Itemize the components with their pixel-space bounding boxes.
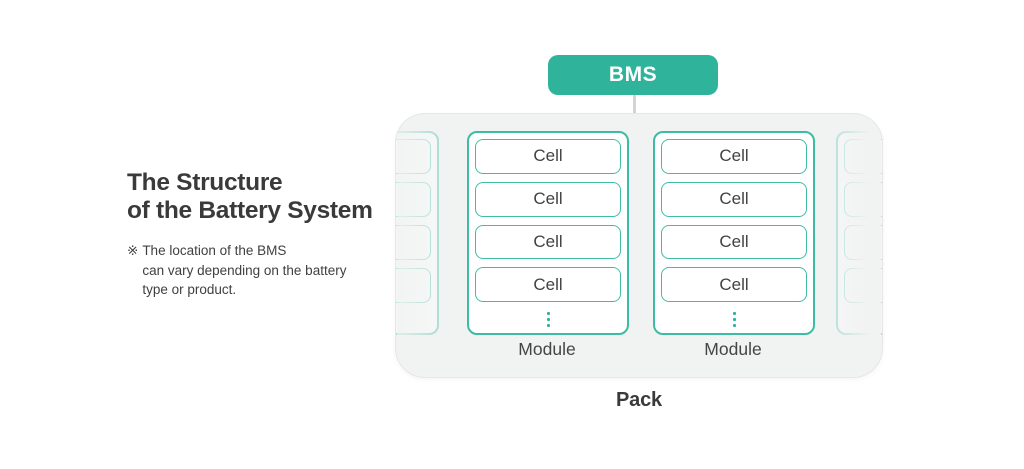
ghost-cell <box>396 139 431 174</box>
bms-pack-connector-line <box>633 95 636 114</box>
ghost-cell <box>396 225 431 260</box>
bms-box: BMS <box>548 55 718 95</box>
cell-box: Cell <box>475 181 621 217</box>
reference-mark-icon: ※ <box>127 243 139 258</box>
cell-box: Cell <box>661 139 807 174</box>
module-caption-2: Module <box>704 339 762 359</box>
cell-box: Cell <box>661 224 807 260</box>
ghost-cell <box>844 225 882 260</box>
cell-box: Cell <box>475 224 621 260</box>
cell-box: Cell <box>661 181 807 217</box>
ghost-cell <box>844 268 882 303</box>
module-box-1: Cell Cell Cell Cell <box>467 131 629 335</box>
ellipsis-dots-icon <box>661 310 807 327</box>
ghost-cell <box>396 268 431 303</box>
note-line3: type or product. <box>142 282 237 297</box>
ghost-cell <box>844 182 882 217</box>
ghost-cell <box>844 139 882 174</box>
page-title-line2: of the Battery System <box>127 197 373 224</box>
ellipsis-dots-icon <box>475 310 621 327</box>
cell-box: Cell <box>475 267 621 302</box>
note-line1: The location of the BMS <box>142 243 287 258</box>
bms-location-note: ※ The location of the BMS can vary depen… <box>127 241 346 300</box>
module-box-2: Cell Cell Cell Cell <box>653 131 815 335</box>
module-caption-1: Module <box>518 339 576 359</box>
note-line2: can vary depending on the battery <box>142 262 347 278</box>
ghost-module-left <box>396 131 439 335</box>
ghost-module-right <box>836 131 882 335</box>
pack-caption: Pack <box>616 389 662 411</box>
ghost-cell <box>396 182 431 217</box>
cell-box: Cell <box>475 139 621 174</box>
page-title: The Structure of the Battery System <box>127 169 373 225</box>
cell-box: Cell <box>661 267 807 302</box>
page-title-line1: The Structure <box>127 169 283 196</box>
bms-location-note-text: The location of the BMS can vary dependi… <box>142 241 346 300</box>
